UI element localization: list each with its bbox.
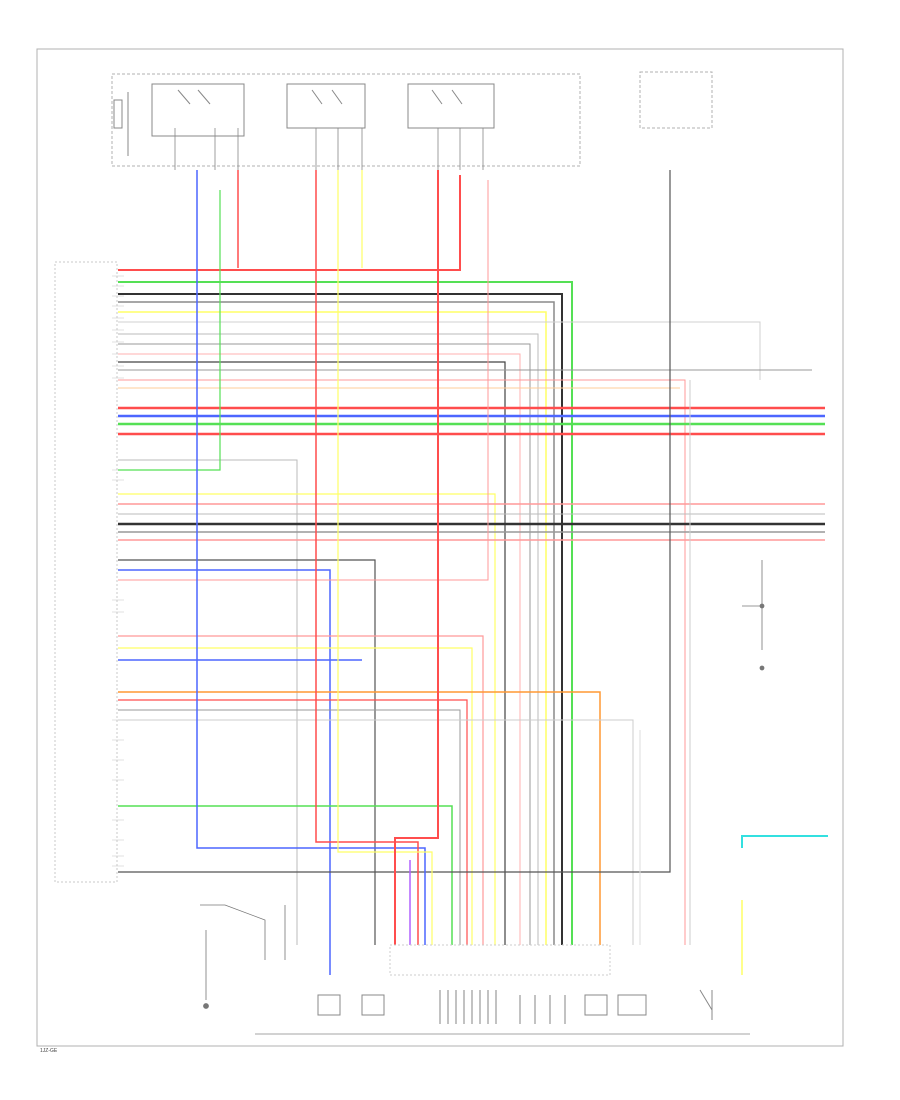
footer-code: 1JZ-GE [40,1048,58,1054]
wire-red-5 [118,180,489,581]
wire-red-2 [118,379,686,945]
top-right-box [639,71,713,129]
wire-gray-3 [118,333,539,945]
wire-red-drop-3 [394,170,439,945]
component-2 [361,994,385,1016]
wire-orange-2 [118,691,601,945]
relay-1 [151,83,245,137]
wire-pink-1 [118,353,521,945]
wire-green-2 [118,190,221,471]
ecu-pin-ticks [112,275,124,867]
bottom-connector-pins [439,990,566,1024]
wire-blue-2 [118,569,331,975]
wire-yellow-2 [118,493,496,945]
wire-yellow-3 [118,647,473,945]
wire-red-6 [118,635,484,945]
component-4 [617,994,647,1016]
wire-blue-drop [196,170,426,945]
wire-black-3 [118,559,376,945]
wire-red-drop-2 [315,170,419,945]
wire-gray-6 [118,459,298,945]
horizontal-wires [118,170,825,975]
wire-gray-2 [118,321,761,380]
relay-box [111,73,581,167]
wire-red-7 [118,699,468,945]
component-switch [699,989,713,1020]
wire-yellow-1 [118,311,547,945]
connector-strip [389,944,611,976]
component-3 [584,994,608,1016]
wire-black-top [118,293,563,945]
wire-red-top [118,175,461,271]
diagram-frame [36,48,844,1047]
relay-3 [407,83,495,129]
wire-gray-1 [118,301,555,945]
wire-gray-10 [118,719,634,945]
right-sensor [742,560,765,671]
bottom-left-sensor [200,904,286,1009]
bottom-components [317,944,713,1020]
component-1 [317,994,341,1016]
wire-yellow-drop-1 [337,170,433,945]
vertical-wires [174,128,828,975]
wire-black-bottom [118,170,671,873]
wire-gray-4 [118,343,531,945]
wire-green-top [118,281,573,945]
wire-relay-stubs [174,128,484,170]
wire-green-3 [118,805,453,945]
relay-2 [286,83,366,129]
wire-black-2 [118,361,506,945]
wire-cyan [741,835,828,848]
wire-gray-9 [118,709,461,945]
relay-switch-marks [113,89,463,156]
ecu-connector [54,261,118,883]
